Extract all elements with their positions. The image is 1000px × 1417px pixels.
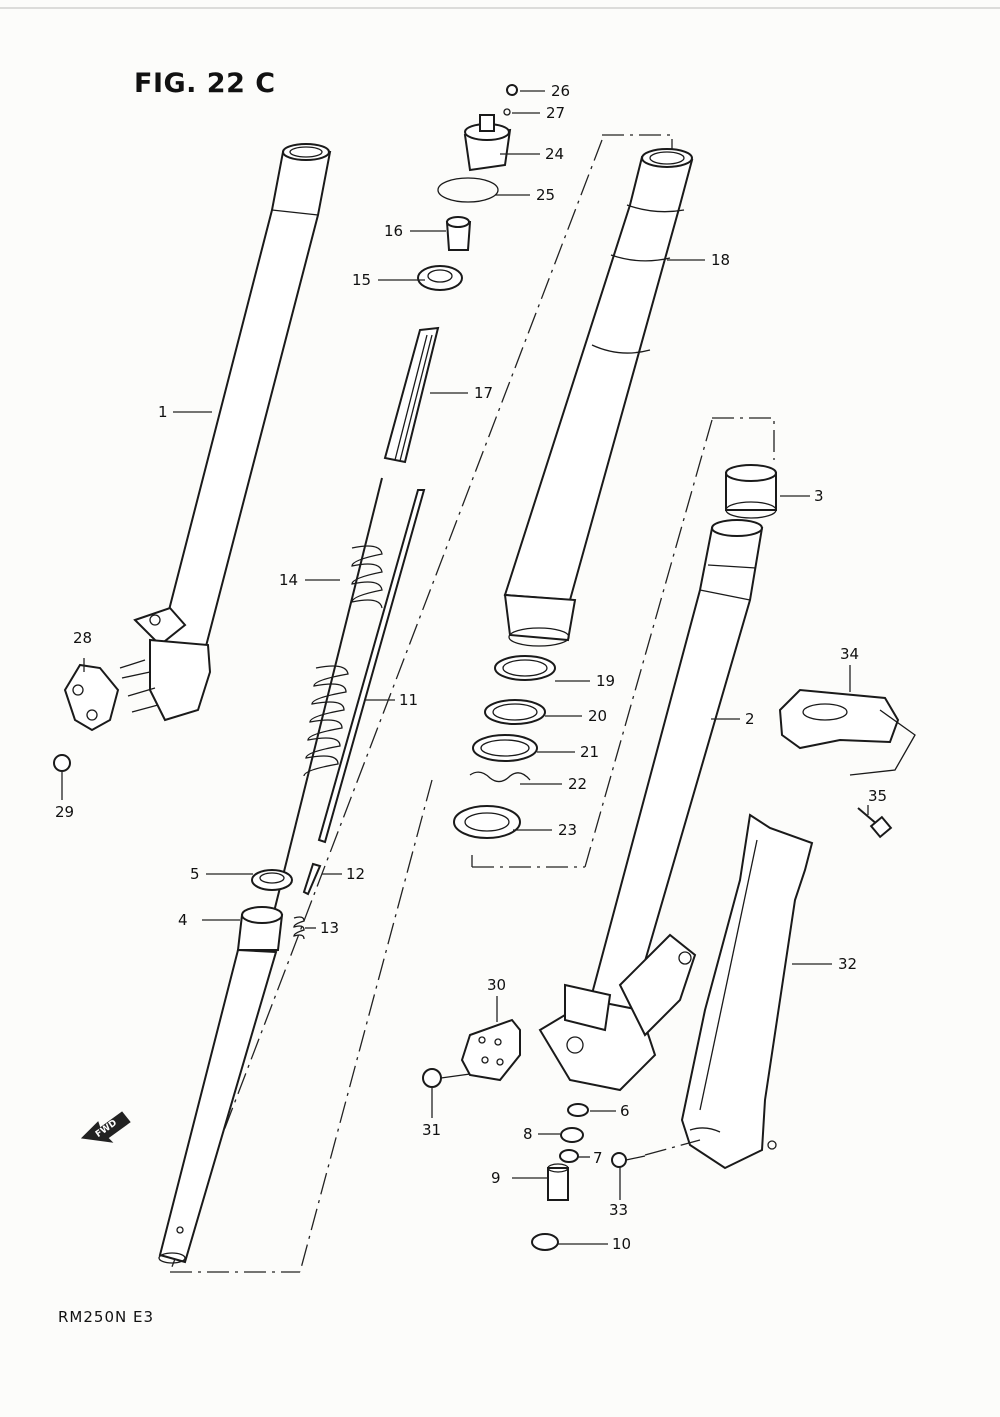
- washer-part-10: [531, 1233, 559, 1251]
- nut-part-29: [53, 754, 71, 772]
- nut-part-16: [445, 216, 472, 251]
- spring-part-13: [293, 916, 305, 940]
- part-label-18: 18: [711, 251, 731, 269]
- guard-part-32: [680, 813, 814, 1170]
- bolt-part-31: [422, 1068, 471, 1088]
- group-frame-inner-tube: [712, 417, 775, 460]
- part-label-27: 27: [546, 104, 566, 122]
- part-label-30: 30: [487, 976, 507, 994]
- part-label-8: 8: [523, 1125, 533, 1143]
- outer-tube-part-1: [133, 143, 332, 722]
- bolt-part-33: [611, 1139, 701, 1168]
- part-label-23: 23: [558, 821, 578, 839]
- screw-part-9: [547, 1163, 569, 1201]
- model-code: RM250N E3: [58, 1308, 155, 1326]
- leader-lines: [61, 90, 869, 1245]
- part-label-12: 12: [346, 865, 366, 883]
- clamp-part-34: [778, 688, 916, 776]
- cylinder-lower: [158, 948, 278, 1264]
- part-label-24: 24: [545, 145, 565, 163]
- spacer-part-17: [383, 326, 440, 464]
- part-label-1: 1: [158, 403, 168, 421]
- part-label-19: 19: [596, 672, 616, 690]
- seal-part-5: [251, 869, 293, 891]
- part-label-32: 32: [838, 955, 858, 973]
- part-label-9: 9: [491, 1169, 501, 1187]
- figure-title: FIG. 22 C: [134, 68, 276, 99]
- part-label-33: 33: [609, 1201, 629, 1219]
- seal-stack-parts-19-23: [453, 655, 556, 839]
- part-label-34: 34: [840, 645, 860, 663]
- bolt-part-35: [857, 807, 893, 839]
- part-label-25: 25: [536, 186, 556, 204]
- clamp-part-28: [63, 659, 159, 732]
- part-label-13: 13: [320, 919, 340, 937]
- valve-part-12: [302, 862, 322, 896]
- part-label-21: 21: [580, 743, 600, 761]
- part-label-26: 26: [551, 82, 571, 100]
- o-ring-part-6: [567, 1103, 589, 1117]
- rod-part-11: [317, 489, 426, 844]
- part-label-20: 20: [588, 707, 608, 725]
- inner-tube-part-2: [538, 519, 764, 1092]
- part-label-22: 22: [568, 775, 588, 793]
- part-label-35: 35: [868, 787, 888, 805]
- part-label-10: 10: [612, 1235, 632, 1253]
- part-label-11: 11: [399, 691, 419, 709]
- o-ring-part-7: [559, 1149, 579, 1163]
- outer-tube-part-18: [503, 148, 694, 647]
- washer-part-8: [560, 1127, 584, 1143]
- part-label-16: 16: [384, 222, 404, 240]
- group-frame-inner-tube-left: [584, 419, 713, 868]
- part-label-17: 17: [474, 384, 494, 402]
- part-label-31: 31: [422, 1121, 442, 1139]
- group-frame-inner-right: [299, 779, 433, 1273]
- part-label-3: 3: [814, 487, 824, 505]
- part-label-15: 15: [352, 271, 372, 289]
- forward-arrow-icon: [80, 1111, 131, 1143]
- plate-part-30: [460, 1018, 521, 1082]
- part-label-5: 5: [190, 865, 200, 883]
- piston-part-4: [236, 906, 284, 951]
- washer-part-15: [417, 265, 463, 291]
- part-label-7: 7: [593, 1149, 603, 1167]
- part-label-28: 28: [73, 629, 93, 647]
- part-label-4: 4: [178, 911, 188, 929]
- group-frame-outer-tube: [602, 134, 673, 152]
- part-label-2: 2: [745, 710, 755, 728]
- cap-assembly-parts-24-27: [437, 84, 518, 203]
- part-label-29: 29: [55, 803, 75, 821]
- part-label-6: 6: [620, 1102, 630, 1120]
- part-label-14: 14: [279, 571, 299, 589]
- group-frame-outer-tube-left: [169, 139, 603, 1273]
- bushing-part-3: [725, 464, 777, 519]
